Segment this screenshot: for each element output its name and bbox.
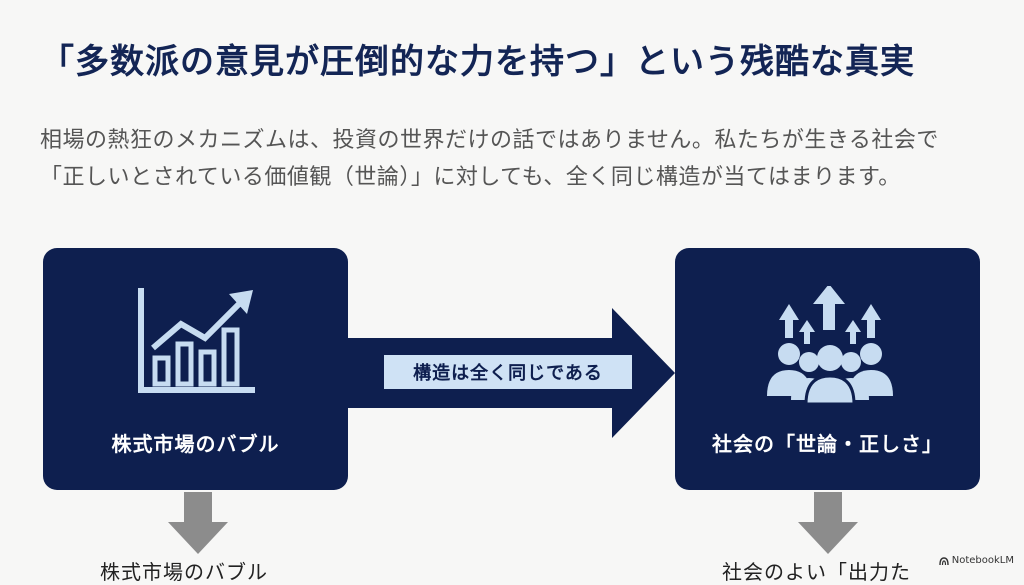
- body-paragraph: 相場の熱狂のメカニズムは、投資の世界だけの話ではありません。私たちが生きる社会で…: [40, 122, 1000, 196]
- watermark-text: NotebookLM: [951, 555, 1014, 566]
- right-box-label: 社会の「世論・正しさ」: [712, 432, 943, 456]
- slide-title: 「多数派の意見が圧倒的な力を持つ」という残酷な真実: [40, 42, 915, 82]
- left-box-label: 株式市場のバブル: [111, 432, 280, 456]
- connector-label: 構造は全く同じである: [382, 353, 634, 391]
- growth-chart-icon: [138, 288, 255, 393]
- crowd-with-arrows-icon: [767, 286, 893, 406]
- body-line-1: 相場の熱狂のメカニズムは、投資の世界だけの話ではありません。私たちが生きる社会で: [40, 128, 939, 153]
- body-line-2: 「正しいとされている価値観（世論）」に対しても、全く同じ構造が当てはまります。: [40, 165, 901, 190]
- notebooklm-logo-icon: [939, 556, 949, 565]
- public-opinion-box: 社会の「世論・正しさ」: [675, 248, 980, 490]
- notebooklm-watermark: NotebookLM: [939, 555, 1014, 566]
- stock-bubble-box: 株式市場のバブル: [43, 248, 348, 490]
- down-arrow-icon: [798, 492, 858, 554]
- down-arrow-icon: [168, 492, 228, 554]
